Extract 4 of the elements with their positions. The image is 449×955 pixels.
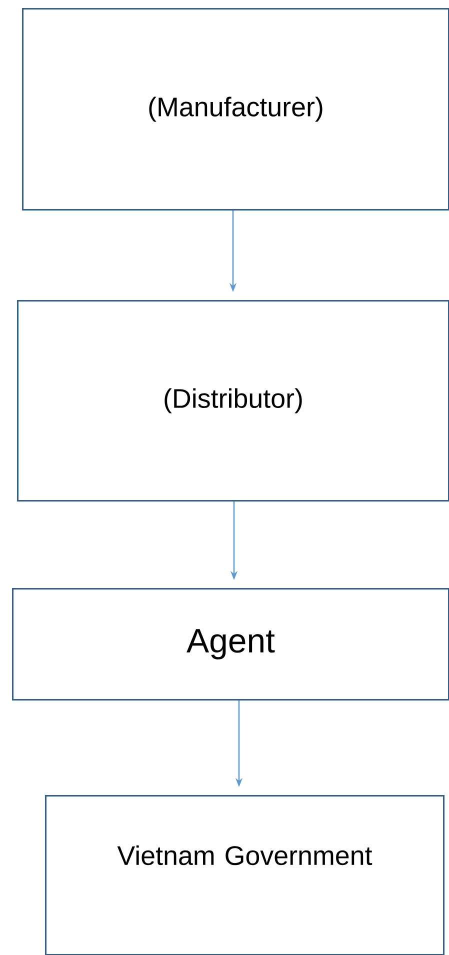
process-box: (Manufacturer) xyxy=(22,8,449,210)
process-box: Agent xyxy=(12,588,449,700)
process-box: (Distributor) xyxy=(17,300,449,502)
process-box: Vietnam Government xyxy=(45,795,444,955)
